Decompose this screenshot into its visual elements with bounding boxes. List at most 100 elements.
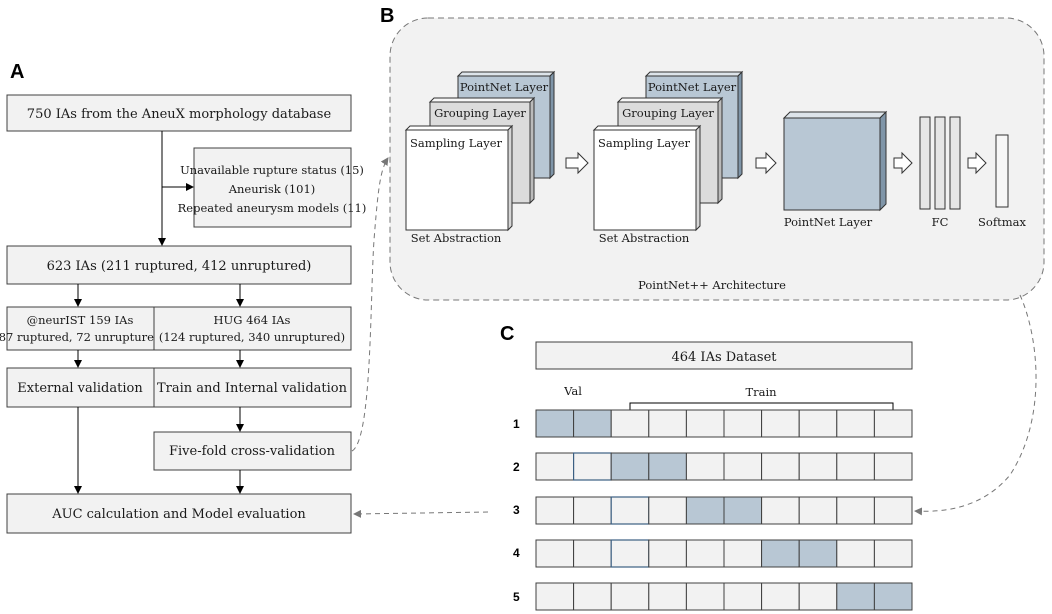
fold-3-cell-6	[723, 496, 763, 525]
fold-3-cell-1	[535, 496, 575, 525]
external-validation-label: External validation	[17, 381, 143, 396]
fold-1-cell-8	[798, 409, 838, 438]
fold-5-cell-6	[723, 582, 763, 611]
box-train-internal	[153, 367, 352, 408]
fold-3-cell-9	[836, 496, 875, 525]
auc-label: AUC calculation and Model evaluation	[51, 507, 306, 522]
fold-4-cell-2	[573, 539, 612, 568]
box-included-ias-label: 623 IAs (211 ruptured, 412 unruptured)	[47, 259, 312, 274]
fold-3-cell-5	[685, 496, 725, 525]
panel-label-a: A	[10, 61, 24, 83]
sampling-layer-1-top	[404, 125, 514, 131]
fold-1-cell-1	[535, 409, 575, 438]
neurist-breakdown: (87 ruptured, 72 unruptured)	[0, 330, 166, 344]
fc-bar-2	[934, 116, 946, 210]
fold-1-cell-7	[761, 409, 800, 438]
fold-2-cell-9	[836, 452, 875, 481]
pointnet-layer-final-top	[782, 111, 888, 119]
panel-label-c: C	[500, 323, 514, 345]
fold-3-cell-3	[610, 496, 650, 525]
pointnet-layer-final-side	[879, 110, 887, 212]
fold-1-cell-2	[573, 409, 612, 438]
box-included-ias	[6, 245, 352, 285]
fold-number-2: 2	[513, 460, 520, 474]
fold-4-cell-1	[535, 539, 575, 568]
box-total-ias	[6, 94, 352, 132]
fold-1-cell-9	[836, 409, 875, 438]
pointnet-layer-final: PointNet Layer	[782, 110, 888, 229]
fold-2-cell-6	[723, 452, 763, 481]
box-exclusions	[193, 147, 352, 228]
fold-4-cell-10	[873, 539, 913, 568]
grouping-layer-2-side	[717, 96, 723, 205]
fold-4-cell-8	[798, 539, 838, 568]
exclusion-aneurisk: Aneurisk (101)	[228, 182, 316, 196]
set-abstraction-2: PointNet Layer Grouping Layer Sampling L…	[592, 70, 744, 245]
grouping-layer-1-label: Grouping Layer	[434, 106, 526, 120]
box-auc	[6, 493, 352, 534]
fold-5-cell-4	[648, 582, 687, 611]
neurist-count: @neurIST 159 IAs	[27, 313, 134, 327]
fold-grid	[535, 409, 913, 611]
architecture-caption: PointNet++ Architecture	[638, 278, 786, 292]
panel-label-b: B	[380, 5, 394, 27]
pointnet-layer-2-side	[737, 70, 743, 180]
grouping-layer-2-top	[616, 97, 724, 103]
fold-2-cell-3	[610, 452, 650, 481]
train-internal-label: Train and Internal validation	[157, 381, 348, 396]
fold-1-cell-10	[873, 409, 913, 438]
fold-3-cell-8	[798, 496, 838, 525]
connector-folds-to-auc	[353, 509, 489, 518]
pointnet-layer-1-label: PointNet Layer	[460, 80, 549, 94]
fold-2-cell-2	[572, 452, 612, 481]
fold-number-5: 5	[513, 590, 520, 604]
fold-number-1: 1	[513, 417, 520, 431]
fold-number-3: 3	[513, 503, 520, 517]
fold-3-cell-2	[573, 496, 612, 525]
fc-bar-1	[919, 116, 931, 210]
flow-arrow-1	[565, 151, 589, 175]
grouping-layer-2-label: Grouping Layer	[622, 106, 714, 120]
fc-bar-3	[949, 116, 961, 210]
dataset-label: 464 IAs Dataset	[671, 350, 777, 365]
box-fivefold	[153, 431, 352, 471]
fold-2-cell-5	[685, 452, 725, 481]
flowchart: 750 IAs from the AneuX morphology databa…	[0, 94, 366, 534]
fold-5-cell-8	[798, 582, 838, 611]
pointnet-layer-1-side	[549, 70, 555, 180]
pointnet-layer-final-front	[783, 117, 881, 211]
fold-2-cell-4	[648, 452, 687, 481]
fold-4-cell-5	[685, 539, 725, 568]
fold-4-cell-7	[761, 539, 800, 568]
set-abstraction-1-label: Set Abstraction	[411, 231, 502, 245]
fold-5-cell-1	[535, 582, 575, 611]
box-neurist	[6, 306, 155, 351]
set-abstraction-2-label: Set Abstraction	[599, 231, 690, 245]
flow-arrow-4	[967, 151, 987, 175]
fc-label: FC	[932, 215, 949, 229]
grouping-layer-1-top	[428, 97, 536, 103]
dataset-box	[535, 341, 913, 370]
box-external-validation	[6, 367, 155, 408]
fold-3-cell-10	[873, 496, 913, 525]
grouping-layer-1-side	[529, 96, 535, 205]
train-bracket	[629, 402, 894, 410]
pointnet-layer-final-label: PointNet Layer	[784, 215, 873, 229]
fold-5-cell-9	[836, 582, 875, 611]
sampling-layer-1	[405, 129, 509, 231]
sampling-layer-2	[593, 129, 697, 231]
pointnet-layer-2-label: PointNet Layer	[648, 80, 737, 94]
hug-count: HUG 464 IAs	[214, 313, 291, 327]
val-label: Val	[563, 384, 582, 398]
fold-2-cell-10	[873, 452, 913, 481]
fold-1-cell-4	[648, 409, 687, 438]
fold-5-cell-5	[685, 582, 725, 611]
fold-5-cell-7	[761, 582, 800, 611]
fold-4-cell-9	[836, 539, 875, 568]
fc-layers: FC	[919, 116, 961, 229]
fold-1-cell-5	[685, 409, 725, 438]
sampling-layer-1-side	[507, 124, 513, 232]
fold-2-cell-8	[798, 452, 838, 481]
train-label: Train	[745, 385, 777, 399]
